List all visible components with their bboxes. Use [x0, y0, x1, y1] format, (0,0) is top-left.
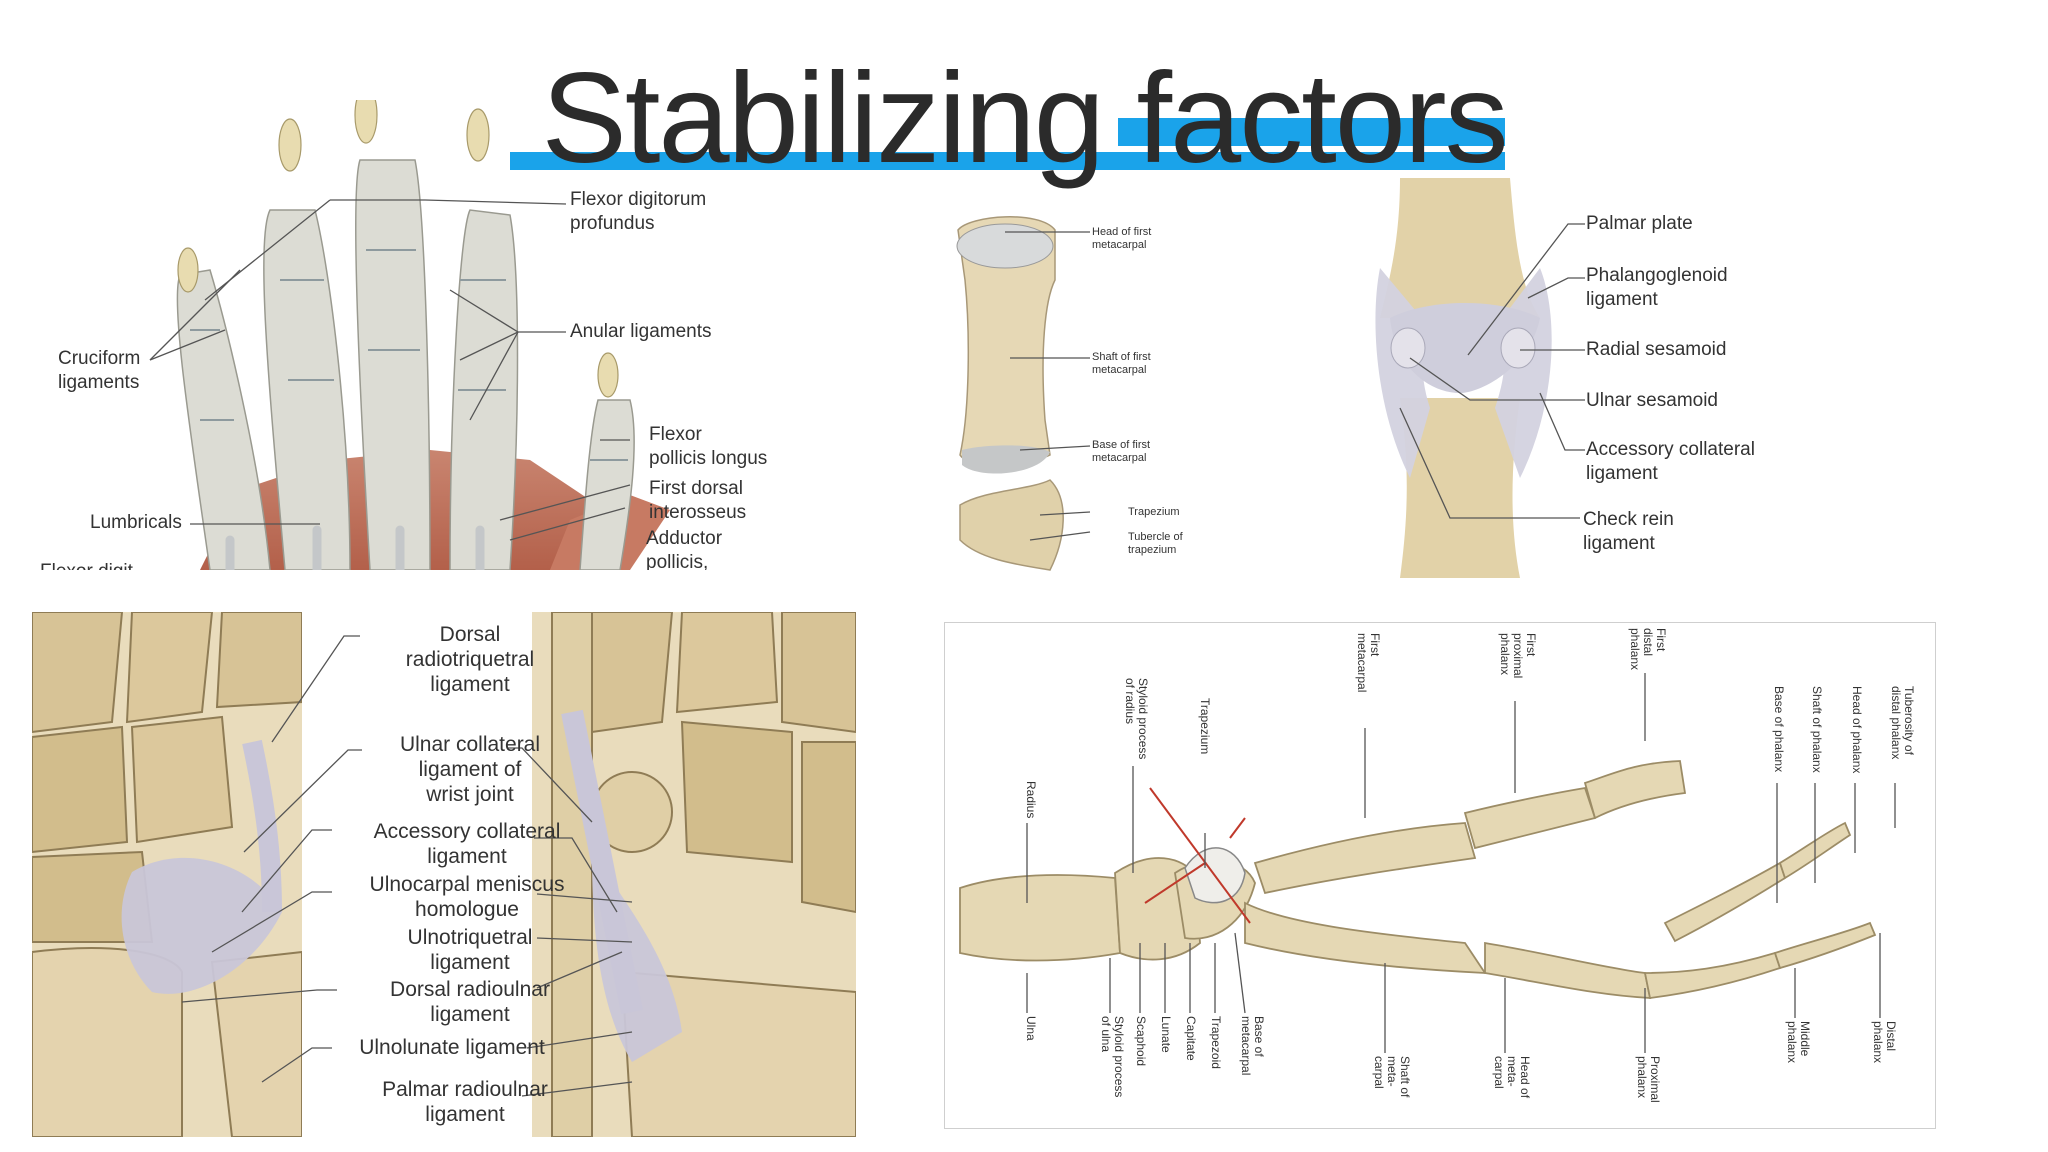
finger-flexor-illustration — [149, 100, 670, 570]
label-radius: Radius — [1024, 781, 1038, 819]
label-radial-sesamoid: Radial sesamoid — [1586, 339, 1727, 360]
label-flexor-pollicis-longus: Flexor pollicis longus — [649, 424, 768, 469]
label-base-of-phalanx: Base of phalanx — [1772, 686, 1786, 773]
label-check-rein-ligament: Check rein ligament — [1583, 509, 1674, 554]
label-tuberosity-distal-phalanx: Tuberosity of distal phalanx — [1889, 686, 1916, 760]
label-ulnolunate-ligament: Ulnolunate ligament — [359, 1036, 545, 1059]
label-palmar-radioulnar-ligament: Palmar radioulnar ligament — [382, 1078, 548, 1126]
label-head-of-metacarpal: Head of meta- carpal — [1492, 1056, 1532, 1099]
label-tubercle-trapezium: Tubercle of trapezium — [1128, 531, 1183, 556]
label-scaphoid: Scaphoid — [1134, 1016, 1148, 1067]
mcp-joint-illustration — [1375, 178, 1585, 578]
metacarpal-illustration — [956, 216, 1091, 571]
label-head-first-metacarpal: Head of first metacarpal — [1092, 226, 1152, 251]
label-ulnocarpal-meniscus-homologue: Ulnocarpal meniscus homologue — [369, 873, 565, 921]
label-flexor-digitorum-profundus: Flexor digitorum profundus — [570, 189, 707, 234]
label-trapezoid: Trapezoid — [1209, 1016, 1223, 1069]
label-dorsal-radiotriquetral-ligament: Dorsal radiotriquetral ligament — [405, 623, 535, 696]
title-underline-main — [510, 152, 1505, 170]
label-base-of-metacarpal: Base of metacarpal — [1239, 1016, 1266, 1076]
label-anular-ligaments: Anular ligaments — [570, 321, 712, 342]
label-distal-phalanx: Distal phalanx — [1871, 1021, 1898, 1064]
label-head-of-phalanx: Head of phalanx — [1850, 686, 1864, 774]
label-accessory-collateral-ligament-wrist: Accessory collateral ligament — [373, 820, 561, 868]
label-first-metacarpal: First metacarpal — [1355, 633, 1382, 693]
slide-title: Stabilizing factors — [541, 47, 1508, 190]
label-styloid-process-ulna: Styloid process of ulna — [1099, 1016, 1126, 1098]
figure-first-metacarpal: Head of first metacarpal Shaft of first … — [940, 210, 1210, 575]
wrist-illustration — [32, 612, 856, 1137]
label-ulnar-sesamoid: Ulnar sesamoid — [1586, 390, 1718, 411]
label-trapezium: Trapezium — [1128, 506, 1180, 518]
label-adductor-pollicis: Adductor pollicis, — [646, 528, 723, 570]
label-shaft-of-metacarpal: Shaft of meta- carpal — [1372, 1056, 1412, 1098]
title-underline-accent — [1118, 118, 1505, 146]
label-palmar-plate: Palmar plate — [1586, 213, 1693, 234]
label-capitate: Capitate — [1184, 1016, 1198, 1061]
label-cruciform-ligaments: Cruciform ligaments — [58, 348, 141, 393]
figure-wrist-ligaments: Dorsal radiotriquetral ligament Ulnar co… — [32, 612, 856, 1137]
label-proximal-phalanx: Proximal phalanx — [1635, 1056, 1662, 1103]
label-trapezium-top: Trapezium — [1198, 698, 1212, 755]
figure-hand-skeleton: Radius Styloid process of radius Trapezi… — [944, 622, 1936, 1129]
figure-mcp-joint: Palmar plate Phalangoglenoid ligament Ra… — [1370, 178, 1760, 578]
label-base-first-metacarpal: Base of first metacarpal — [1092, 439, 1151, 464]
label-ulna: Ulna — [1024, 1016, 1038, 1041]
label-first-distal-phalanx: First distal phalanx — [1628, 628, 1668, 671]
label-lunate: Lunate — [1159, 1016, 1173, 1053]
label-phalangoglenoid-ligament: Phalangoglenoid ligament — [1586, 265, 1728, 310]
label-dorsal-radioulnar-ligament: Dorsal radioulnar ligament — [390, 978, 550, 1026]
label-ulnar-collateral-ligament: Ulnar collateral ligament of wrist joint — [399, 733, 541, 806]
label-shaft-of-phalanx: Shaft of phalanx — [1810, 686, 1824, 773]
label-accessory-collateral-ligament: Accessory collateral ligament — [1586, 439, 1755, 484]
label-middle-phalanx: Middle phalanx — [1785, 1021, 1812, 1064]
label-ulnotriquetral-ligament: Ulnotriquetral ligament — [407, 926, 533, 974]
label-cut-off: Flexor digit... — [40, 560, 149, 570]
hand-skeleton-illustration — [959, 673, 1896, 1053]
label-shaft-first-metacarpal: Shaft of first metacarpal — [1092, 351, 1151, 376]
label-first-dorsal-interosseus: First dorsal interosseus — [649, 478, 747, 523]
figure-finger-flexors: Flexor digitorum profundus Anular ligame… — [30, 100, 770, 570]
label-styloid-process-radius: Styloid process of radius — [1123, 678, 1150, 760]
label-first-proximal-phalanx: First proximal phalanx — [1498, 633, 1538, 679]
label-lumbricals: Lumbricals — [90, 512, 182, 533]
